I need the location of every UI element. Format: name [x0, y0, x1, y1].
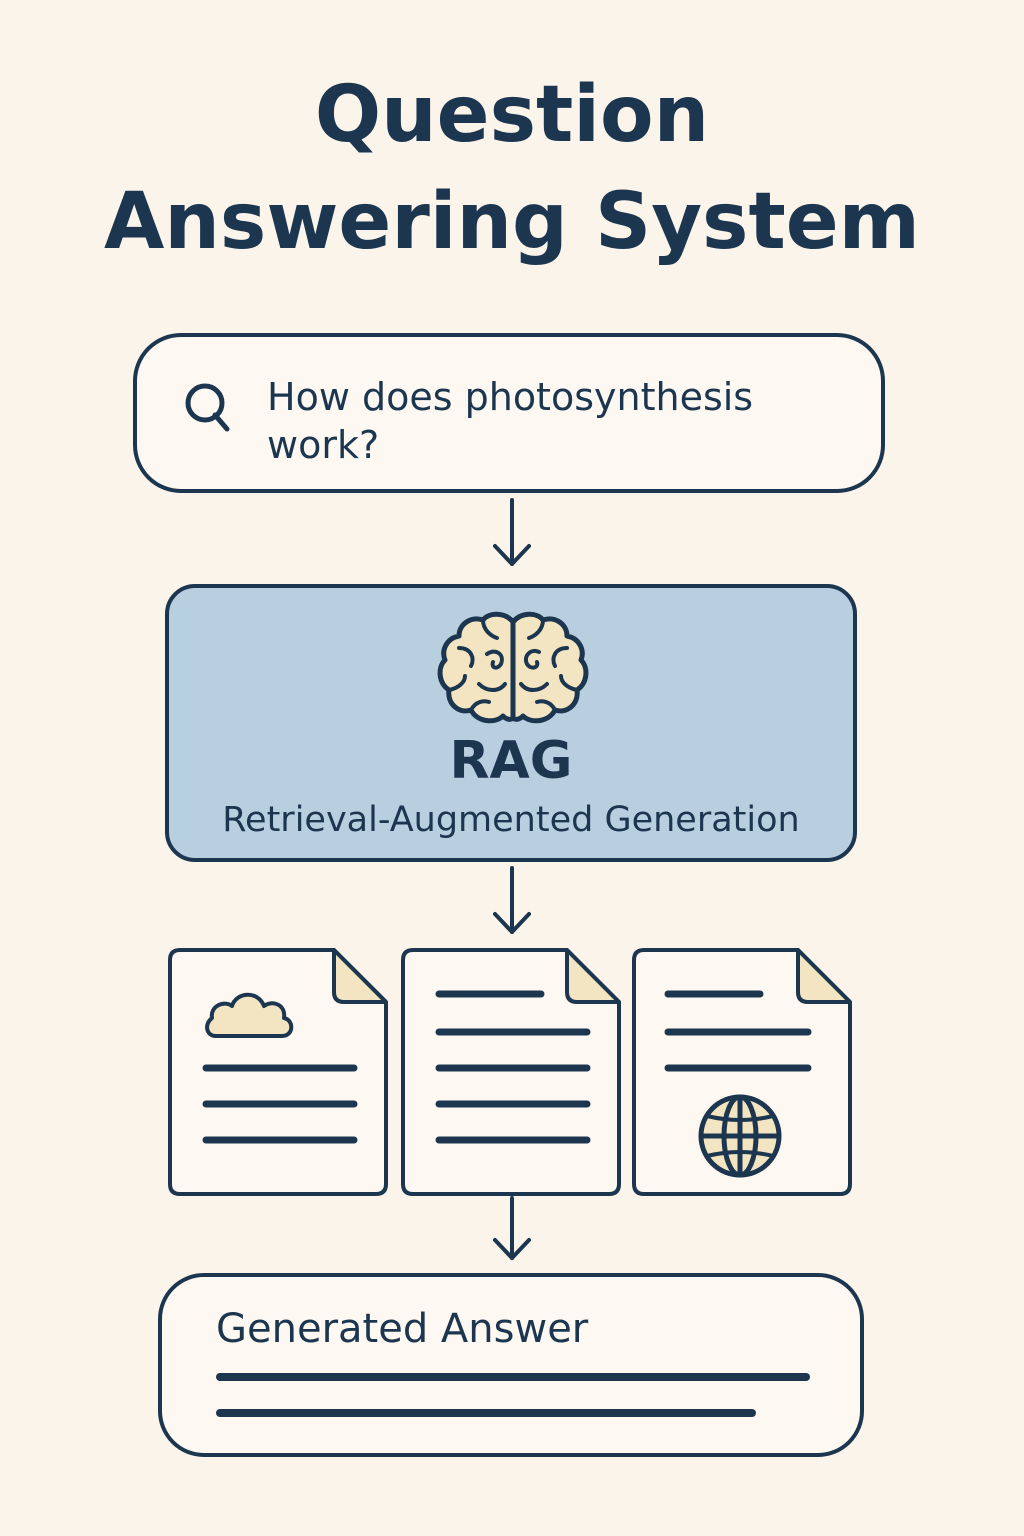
query-text: How does photosynthesis work?: [267, 375, 754, 467]
cloud-icon: [205, 992, 294, 1038]
document-web-icon[interactable]: [632, 948, 854, 1196]
brain-icon: [437, 611, 589, 724]
document-cloud-icon[interactable]: [168, 948, 390, 1196]
arrow-down-icon: [493, 498, 531, 566]
diagram-title-line-1: Question: [314, 70, 710, 160]
search-icon: [185, 383, 230, 432]
arrow-down-icon: [493, 866, 531, 934]
arrow-down-icon: [493, 1196, 531, 1260]
answer-title: Generated Answer: [216, 1306, 589, 1352]
answer-box: Generated Answer: [158, 1273, 864, 1457]
globe-icon: [698, 1094, 782, 1178]
rag-box: RAG Retrieval-Augmented Generation: [165, 584, 857, 862]
diagram-title-line-2: Answering System: [104, 177, 920, 267]
rag-title: RAG: [449, 731, 573, 791]
query-box[interactable]: How does photosynthesis work?: [133, 333, 885, 493]
answer-text-lines: [216, 1373, 810, 1417]
document-text-icon[interactable]: [401, 948, 623, 1196]
rag-subtitle: Retrieval-Augmented Generation: [222, 800, 800, 840]
